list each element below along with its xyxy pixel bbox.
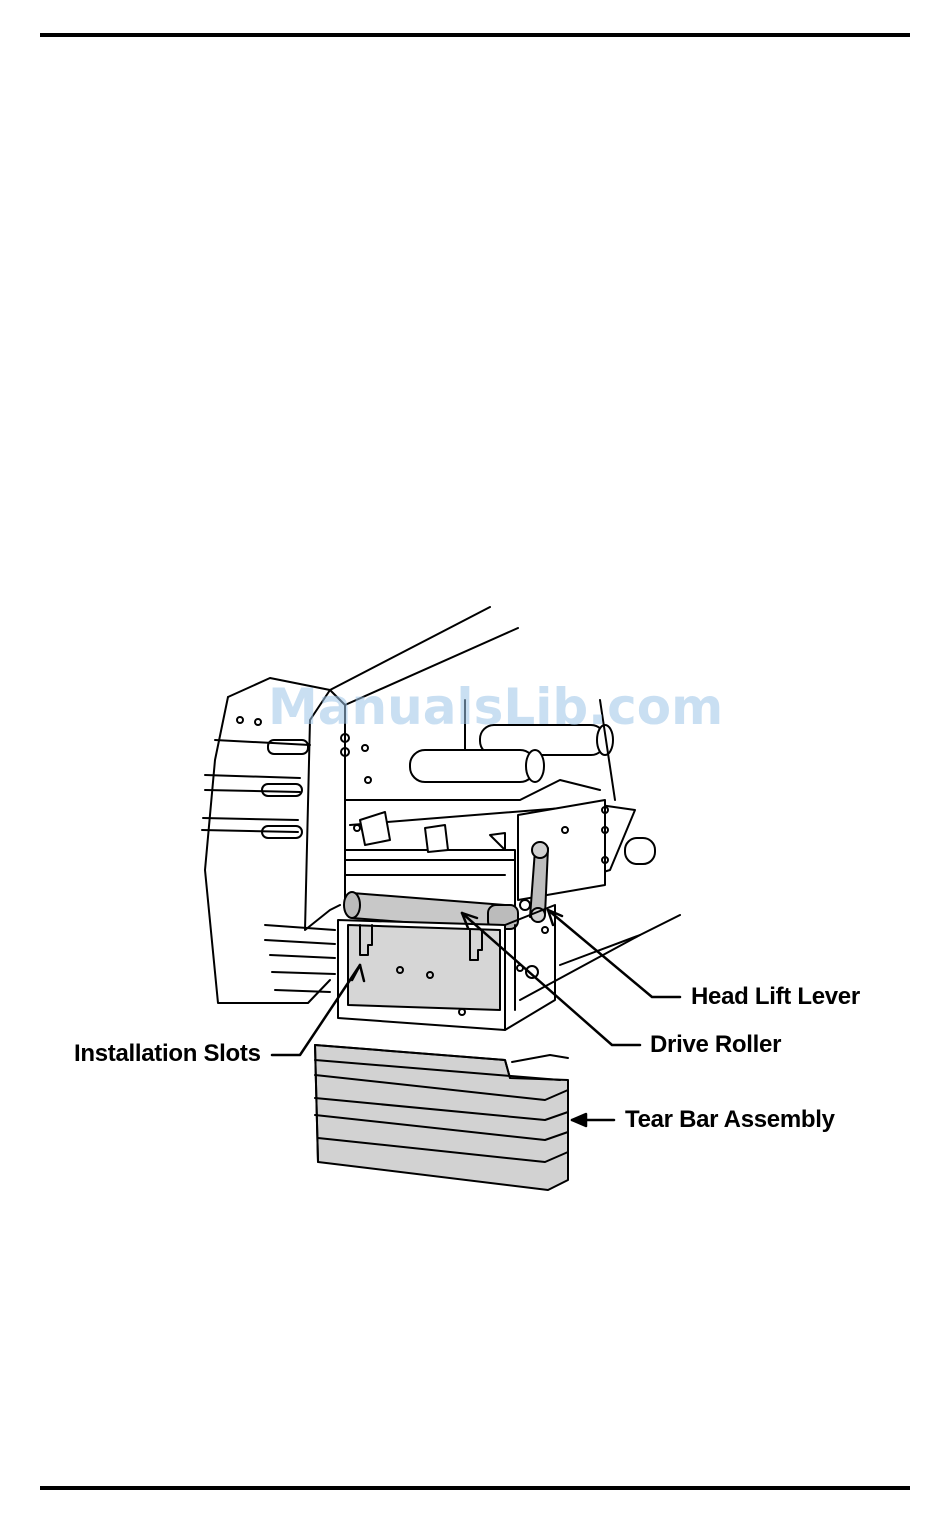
installation-slots-label: Installation Slots [74,1040,261,1068]
tear-bar-assembly-arrow [572,1114,586,1126]
drive-roller-label: Drive Roller [650,1031,781,1059]
head-lift-lever-label: Head Lift Lever [691,983,860,1011]
watermark: ManualsLib.com [268,678,723,736]
tear-bar-assembly-label: Tear Bar Assembly [625,1106,835,1134]
tear-bar-assembly [315,1045,568,1190]
head-lift-lever-leader [548,910,680,997]
